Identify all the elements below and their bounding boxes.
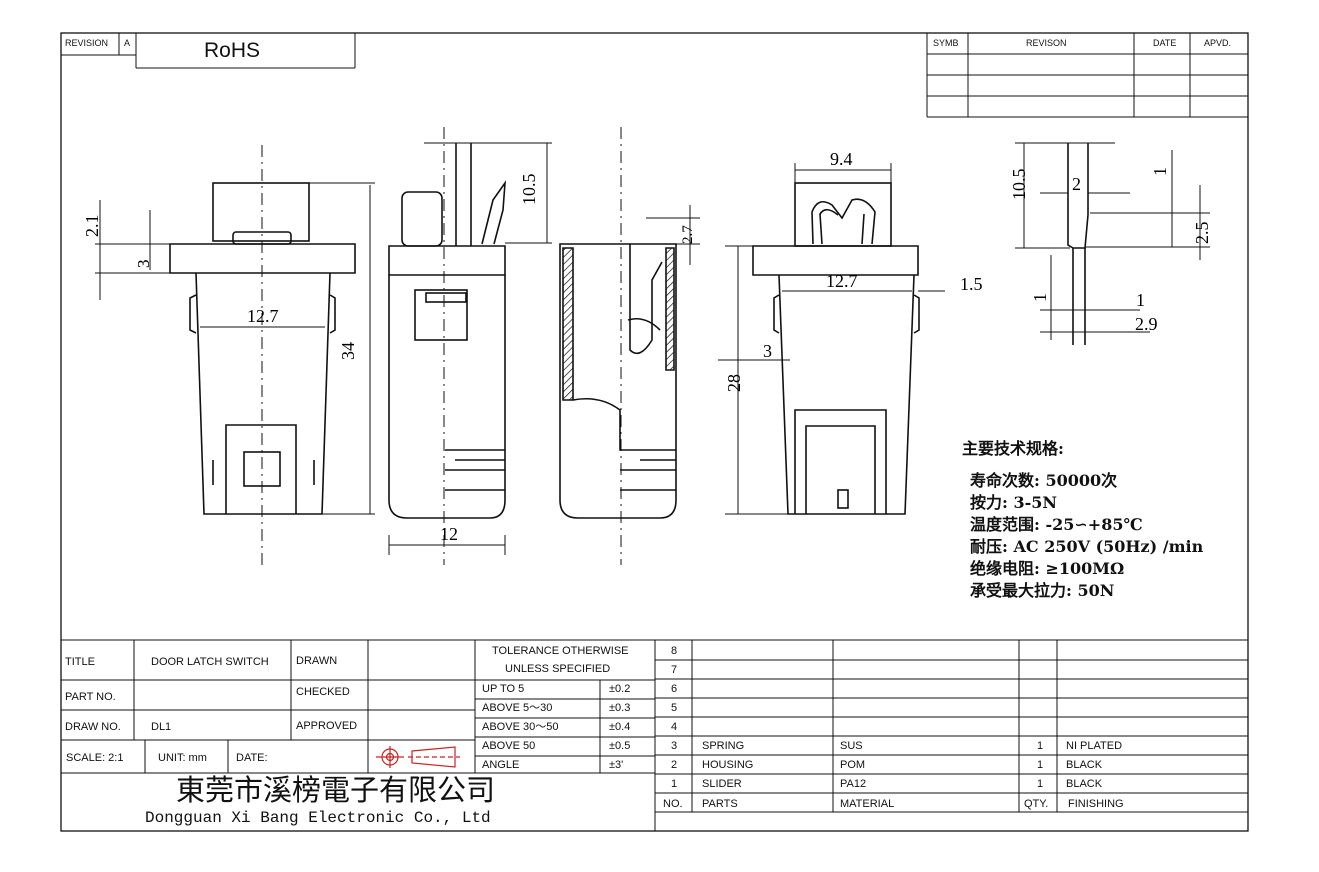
bom-header-qty: QTY. (1024, 798, 1049, 810)
bom-cell-no: 1 (671, 778, 678, 790)
spec-line: 寿命次数: 50000次 (970, 471, 1118, 490)
dim-1-detail-a: 1 (1150, 167, 1170, 176)
dim-34: 34 (338, 342, 358, 360)
bom-cell-qty: 1 (1037, 778, 1044, 790)
dim-3-back: 3 (763, 341, 772, 361)
bom-cell-part: SLIDER (702, 778, 742, 790)
dim-2-9: 2.9 (1135, 314, 1158, 334)
company-name-en: Dongguan Xi Bang Electronic Co., Ltd (145, 809, 491, 827)
revision-table-grid (926, 33, 1248, 118)
bom-cell-no: 8 (671, 645, 678, 657)
revision-box (61, 33, 356, 69)
tolerance-range: ABOVE 50 (482, 740, 536, 752)
bom-header-finishing: FINISHING (1068, 798, 1124, 810)
part-no-label: PART NO. (65, 691, 116, 703)
dim-3-front: 3 (134, 260, 153, 269)
bom-cell-material: POM (840, 759, 866, 771)
projection-symbol (376, 746, 460, 768)
tolerance-value: ±0.2 (609, 683, 631, 695)
bom-cell-part: HOUSING (702, 759, 754, 771)
rev-header-apvd: APVD. (1204, 38, 1232, 48)
section-view (559, 127, 700, 565)
dim-1-5: 1.5 (960, 274, 983, 294)
title-block-grid (61, 639, 1248, 831)
bom-cell-finish: BLACK (1066, 778, 1103, 790)
title-label: TITLE (65, 656, 95, 668)
spec-line: 耐压: AC 250V (50Hz) /min (970, 537, 1204, 556)
bom-header-material: MATERIAL (840, 798, 895, 810)
bom-cell-qty: 1 (1037, 759, 1044, 771)
tolerance-range: ABOVE 5～30 (482, 702, 553, 714)
bom-cell-finish: BLACK (1066, 759, 1103, 771)
dim-1-detail-c: 1 (1136, 290, 1145, 310)
scale-label: SCALE: 2:1 (66, 752, 124, 764)
dim-1-detail-b: 1 (1030, 293, 1050, 302)
bom-cell-no: 5 (671, 702, 678, 714)
draw-no-value: DL1 (151, 721, 172, 733)
bom-cell-no: 6 (671, 683, 678, 695)
front-view (95, 145, 375, 570)
dim-2-7: 2.7 (680, 225, 696, 244)
tolerance-value: ±3' (609, 759, 624, 771)
unit-label: UNIT: mm (158, 752, 207, 764)
bom-cell-no: 2 (671, 759, 678, 771)
dim-10-5-side: 10.5 (519, 174, 539, 206)
bom-cell-no: 4 (671, 721, 678, 733)
company-name-cn: 東莞市溪榜電子有限公司 (176, 773, 496, 807)
dim-28: 28 (724, 374, 744, 392)
revision-label: REVISION (65, 38, 109, 48)
dim-10-5-detail: 10.5 (1009, 169, 1029, 201)
dim-12-7-back: 12.7 (826, 271, 858, 291)
draw-no-label: DRAW NO. (65, 721, 121, 733)
tolerance-range: ANGLE (482, 759, 520, 771)
dim-2: 2 (1072, 174, 1081, 194)
bom-cell-finish: NI PLATED (1066, 740, 1123, 752)
rohs-label: RoHS (204, 39, 261, 62)
tolerance-range: UP TO 5 (482, 683, 525, 695)
tolerance-value: ±0.4 (609, 721, 631, 733)
bom-cell-part: SPRING (702, 740, 745, 752)
bom-cell-material: PA12 (840, 778, 867, 790)
bom-cell-material: SUS (840, 740, 863, 752)
bom-cell-qty: 1 (1037, 740, 1044, 752)
checked-label: CHECKED (296, 686, 350, 698)
tolerance-header-1: TOLERANCE OTHERWISE (492, 645, 629, 657)
rev-header-date: DATE (1153, 38, 1177, 48)
specs-block: 主要技术规格: 寿命次数: 50000次 按力: 3-5N 温度范围: -25∽… (962, 438, 1203, 602)
date-label: DATE: (236, 752, 268, 764)
dim-12: 12 (440, 524, 458, 544)
bom-cell-no: 3 (671, 740, 678, 752)
revision-value: A (124, 38, 131, 48)
bom-header-no: NO. (663, 798, 683, 810)
spec-line: 温度范围: -25∽+85℃ (970, 515, 1143, 534)
dim-2-5: 2.5 (1192, 222, 1212, 245)
detail-view (1015, 142, 1210, 345)
tolerance-header-2: UNLESS SPECIFIED (505, 663, 611, 675)
bom-cell-no: 7 (671, 664, 678, 676)
tolerance-range: ABOVE 30～50 (482, 721, 559, 733)
spec-line: 承受最大拉力: 50N (970, 581, 1115, 600)
bom-header-parts: PARTS (702, 798, 738, 810)
rev-header-symb: SYMB (933, 38, 959, 48)
specs-heading: 主要技术规格: (962, 439, 1064, 458)
tolerance-value: ±0.3 (609, 702, 631, 714)
drawn-label: DRAWN (296, 655, 338, 667)
dim-2-1: 2.1 (82, 215, 102, 238)
title-value: DOOR LATCH SWITCH (151, 656, 269, 668)
rev-header-revison: REVISON (1026, 38, 1067, 48)
spec-line: 绝缘电阻: ≥100MΩ (970, 559, 1125, 578)
back-view (718, 163, 945, 515)
spec-line: 按力: 3-5N (970, 493, 1058, 512)
side-view (388, 127, 552, 565)
dim-9-4: 9.4 (830, 149, 853, 169)
tolerance-value: ±0.5 (609, 740, 631, 752)
approved-label: APPROVED (296, 720, 358, 732)
dim-12-7-front: 12.7 (247, 306, 279, 326)
